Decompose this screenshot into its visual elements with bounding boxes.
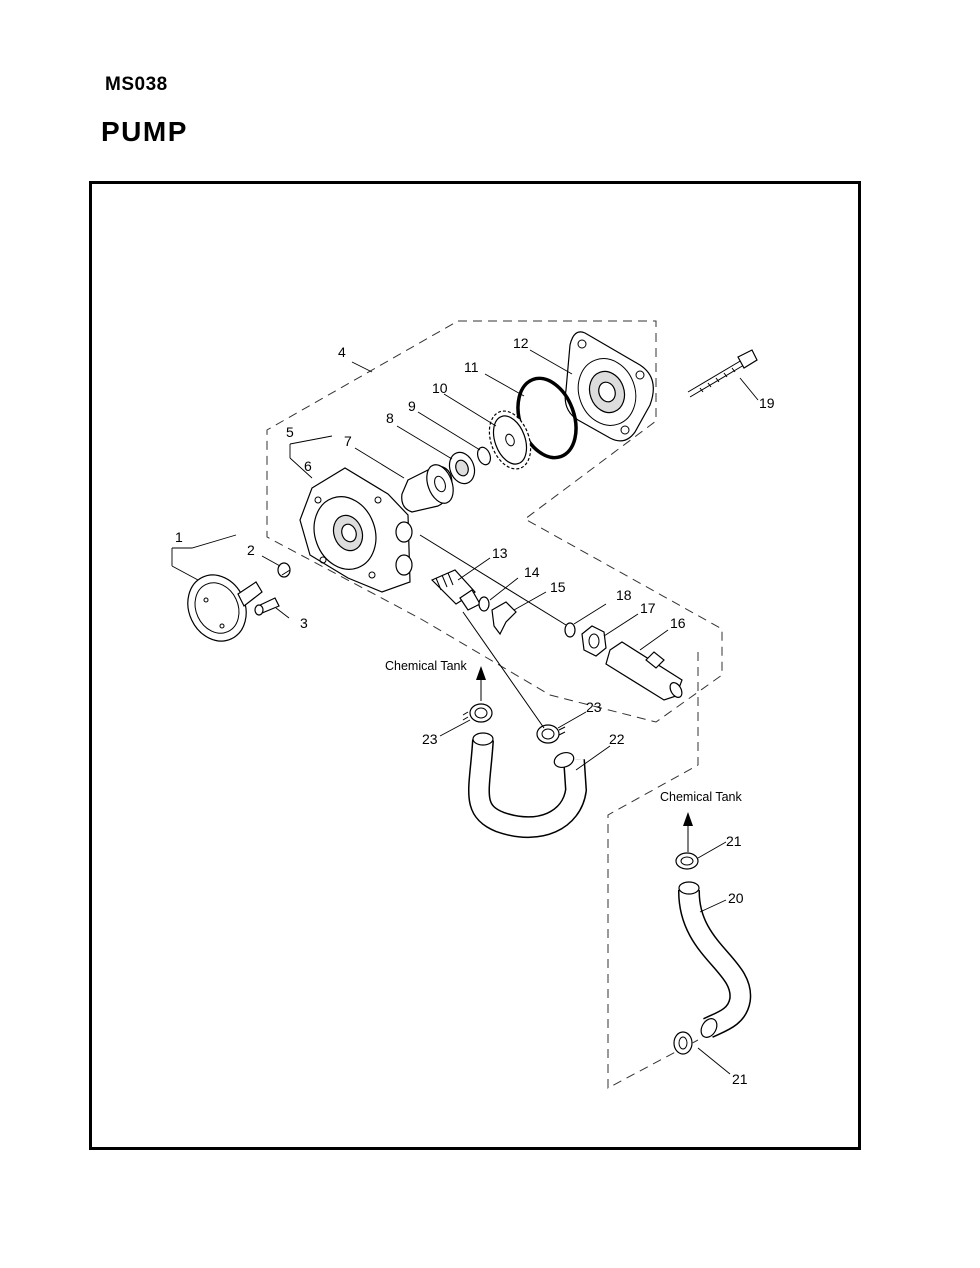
gear-part xyxy=(488,410,532,470)
callout-10: 10 xyxy=(432,380,448,396)
callout-20: 20 xyxy=(728,890,744,906)
chemical-tank-label-upper: Chemical Tank xyxy=(385,659,468,673)
chemical-tank-label-lower: Chemical Tank xyxy=(660,790,743,804)
model-code: MS038 xyxy=(105,74,168,95)
arrow-to-tank-upper-icon xyxy=(476,666,486,680)
arrow-to-tank-lower-icon xyxy=(683,812,693,826)
clamp-23-right-part xyxy=(536,724,566,744)
callout-22: 22 xyxy=(609,731,625,747)
callout-4: 4 xyxy=(338,344,346,360)
callout-15: 15 xyxy=(550,579,566,595)
callout-11: 11 xyxy=(464,359,479,375)
bearing-part xyxy=(448,451,476,485)
small-ring-9-part xyxy=(476,446,492,466)
callout-1: 1 xyxy=(175,529,183,545)
rotor-part xyxy=(401,464,454,513)
callout-9: 9 xyxy=(408,398,416,414)
end-plate-part xyxy=(187,574,263,642)
callout-12: 12 xyxy=(513,335,529,351)
callout-5: 5 xyxy=(286,424,294,440)
clamp-23-left-part xyxy=(462,703,493,723)
callout-14: 14 xyxy=(524,564,540,580)
callout-13: 13 xyxy=(492,545,508,561)
clamp-21-upper-part xyxy=(675,852,699,870)
callout-3: 3 xyxy=(300,615,308,631)
nut-17-part xyxy=(581,625,607,657)
callout-8: 8 xyxy=(386,410,394,426)
assembly-4-boundary xyxy=(266,320,723,723)
long-bolt-part xyxy=(687,349,758,398)
callout-17: 17 xyxy=(640,600,656,616)
callout-23-right: 23 xyxy=(586,699,602,715)
pump-housing-part xyxy=(299,467,413,593)
o-ring-18-part xyxy=(564,622,576,638)
callout-21-lower: 21 xyxy=(732,1071,748,1087)
callout-16: 16 xyxy=(670,615,686,631)
clamp-21-lower-part xyxy=(673,1031,693,1055)
callout-19: 19 xyxy=(759,395,775,411)
section-title: PUMP xyxy=(101,116,188,147)
callout-6: 6 xyxy=(304,458,312,474)
callout-23-left: 23 xyxy=(422,731,438,747)
callout-7: 7 xyxy=(344,433,352,449)
callout-2: 2 xyxy=(247,542,255,558)
washer-14-part xyxy=(478,596,490,612)
pump-cover-part xyxy=(564,331,654,442)
small-o-ring-2-part xyxy=(277,562,291,578)
clip-15-part xyxy=(491,601,517,636)
leader-lines xyxy=(171,349,759,1075)
diagram-frame xyxy=(89,181,861,1150)
fitting-13-part xyxy=(430,569,481,611)
hose-group-boundary xyxy=(607,652,699,1089)
callout-21-upper: 21 xyxy=(726,833,742,849)
screw-part xyxy=(254,597,280,616)
tee-fitting-16-part xyxy=(605,641,683,701)
callout-18: 18 xyxy=(616,587,632,603)
